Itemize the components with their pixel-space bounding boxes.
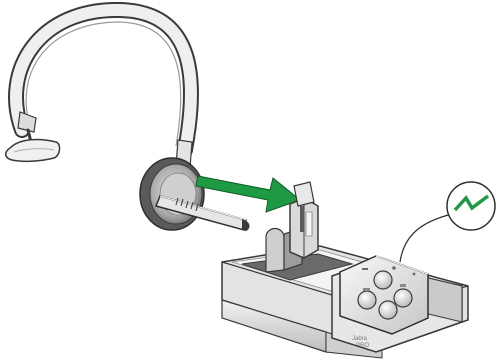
brand-line-1: Jabra — [352, 336, 368, 342]
base-station: Jabra PRO — [221, 181, 469, 359]
brand-line-2: PRO — [356, 343, 369, 349]
control-unit: Jabra PRO — [331, 255, 463, 353]
headband-end-slider — [17, 111, 37, 133]
headset — [5, 1, 250, 231]
earpiece — [139, 157, 205, 231]
wireless-signal-callout — [399, 181, 496, 263]
wireless-signal-icon — [453, 194, 490, 212]
green-right-arrow-icon — [195, 175, 302, 213]
headset-button-icon[interactable] — [357, 288, 377, 310]
stabilizer-pad — [5, 128, 61, 163]
mute-button-icon[interactable] — [378, 300, 398, 320]
mobile-button-icon[interactable] — [393, 284, 413, 308]
callout-leader-line — [399, 213, 453, 263]
headset-cradle — [265, 181, 319, 273]
phone-button-icon[interactable] — [373, 270, 393, 290]
boom-arm — [154, 195, 250, 231]
status-led — [392, 266, 396, 270]
